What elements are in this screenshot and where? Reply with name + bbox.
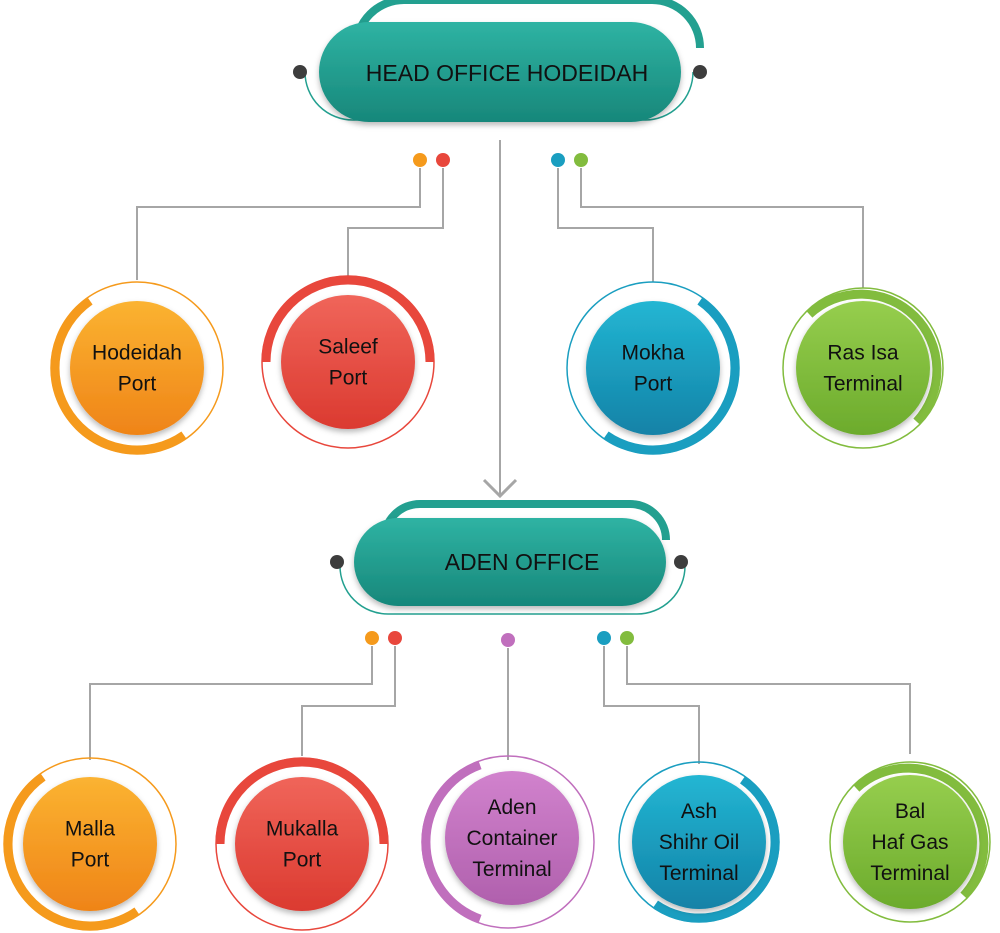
node-label-line: Malla	[65, 818, 116, 841]
node-arc	[50, 297, 187, 455]
node-circle	[586, 301, 720, 435]
node-circle	[281, 295, 415, 429]
connector-ras-isa-terminal	[580, 168, 864, 288]
connector-mukalla-port	[301, 646, 396, 756]
node-label-line: Mokha	[621, 342, 684, 365]
node-label-line: Port	[118, 373, 157, 396]
head-office-pill	[319, 22, 681, 122]
node-label-line: Ras Isa	[827, 342, 899, 365]
connector-dots	[365, 153, 634, 647]
node-ring	[829, 761, 991, 923]
node-label-line: Port	[329, 367, 368, 390]
dot-red	[388, 631, 402, 645]
node-label-line: Terminal	[659, 862, 738, 885]
aden-office-label: ADEN OFFICE	[445, 549, 600, 575]
head-office-label: HEAD OFFICE HODEIDAH	[366, 60, 648, 86]
dot-red	[436, 153, 450, 167]
head-office-left-dot	[293, 65, 307, 79]
node-ring	[782, 287, 944, 449]
head-office-node: HEAD OFFICE HODEIDAH	[293, 0, 707, 122]
node-label-line: Port	[634, 373, 673, 396]
arrow-head	[482, 478, 518, 499]
node-circle	[70, 301, 204, 435]
node-arc	[603, 297, 740, 455]
node-label-line: Container	[466, 827, 557, 850]
node-arc	[853, 763, 989, 899]
aden-office-pill	[354, 518, 666, 606]
node-arc	[421, 760, 482, 924]
dot-purple	[501, 633, 515, 647]
node-label-line: Shihr Oil	[659, 831, 740, 854]
node-arc	[3, 773, 140, 931]
dot-orange	[365, 631, 379, 645]
node-label-line: Port	[71, 849, 110, 872]
node-label-line: Port	[283, 849, 322, 872]
connector-hodeidah-port	[136, 168, 421, 280]
dot-green	[574, 153, 588, 167]
node-circle	[23, 777, 157, 911]
node-circle	[796, 301, 930, 435]
node-arc	[806, 289, 942, 425]
node-arc	[215, 757, 389, 845]
dot-blue	[597, 631, 611, 645]
node-label-line: Terminal	[823, 373, 902, 396]
node-arc	[261, 275, 435, 363]
connector-mokha-port	[557, 168, 654, 282]
node-label-line: Terminal	[870, 862, 949, 885]
connectors	[89, 140, 911, 764]
connector-saleef-port	[347, 168, 444, 276]
node-label-line: Ash	[681, 800, 717, 823]
aden-office-right-dot	[674, 555, 688, 569]
node-label-line: Aden	[487, 796, 536, 819]
connector-malla-port	[89, 646, 373, 760]
node-label-line: Saleef	[318, 336, 378, 359]
connector-ash-shihr-oil-terminal	[603, 646, 700, 764]
node-circle	[632, 775, 766, 909]
aden-office-node: ADEN OFFICE	[330, 500, 688, 615]
node-label-line: Bal	[895, 800, 925, 823]
node-label-line: Mukalla	[266, 818, 339, 841]
node-label-line: Haf Gas	[871, 831, 948, 854]
aden-office-outline	[339, 565, 686, 615]
node-circle	[445, 771, 579, 905]
node-arc	[652, 776, 780, 923]
dot-orange	[413, 153, 427, 167]
aden-office-left-dot	[330, 555, 344, 569]
node-label-line: Hodeidah	[92, 342, 182, 365]
node-circle	[235, 777, 369, 911]
dot-green	[620, 631, 634, 645]
head-office-right-dot	[693, 65, 707, 79]
node-circle	[843, 775, 977, 909]
connector-bal-haf-gas-terminal	[626, 646, 911, 754]
dot-blue	[551, 153, 565, 167]
node-label-line: Terminal	[472, 858, 551, 881]
